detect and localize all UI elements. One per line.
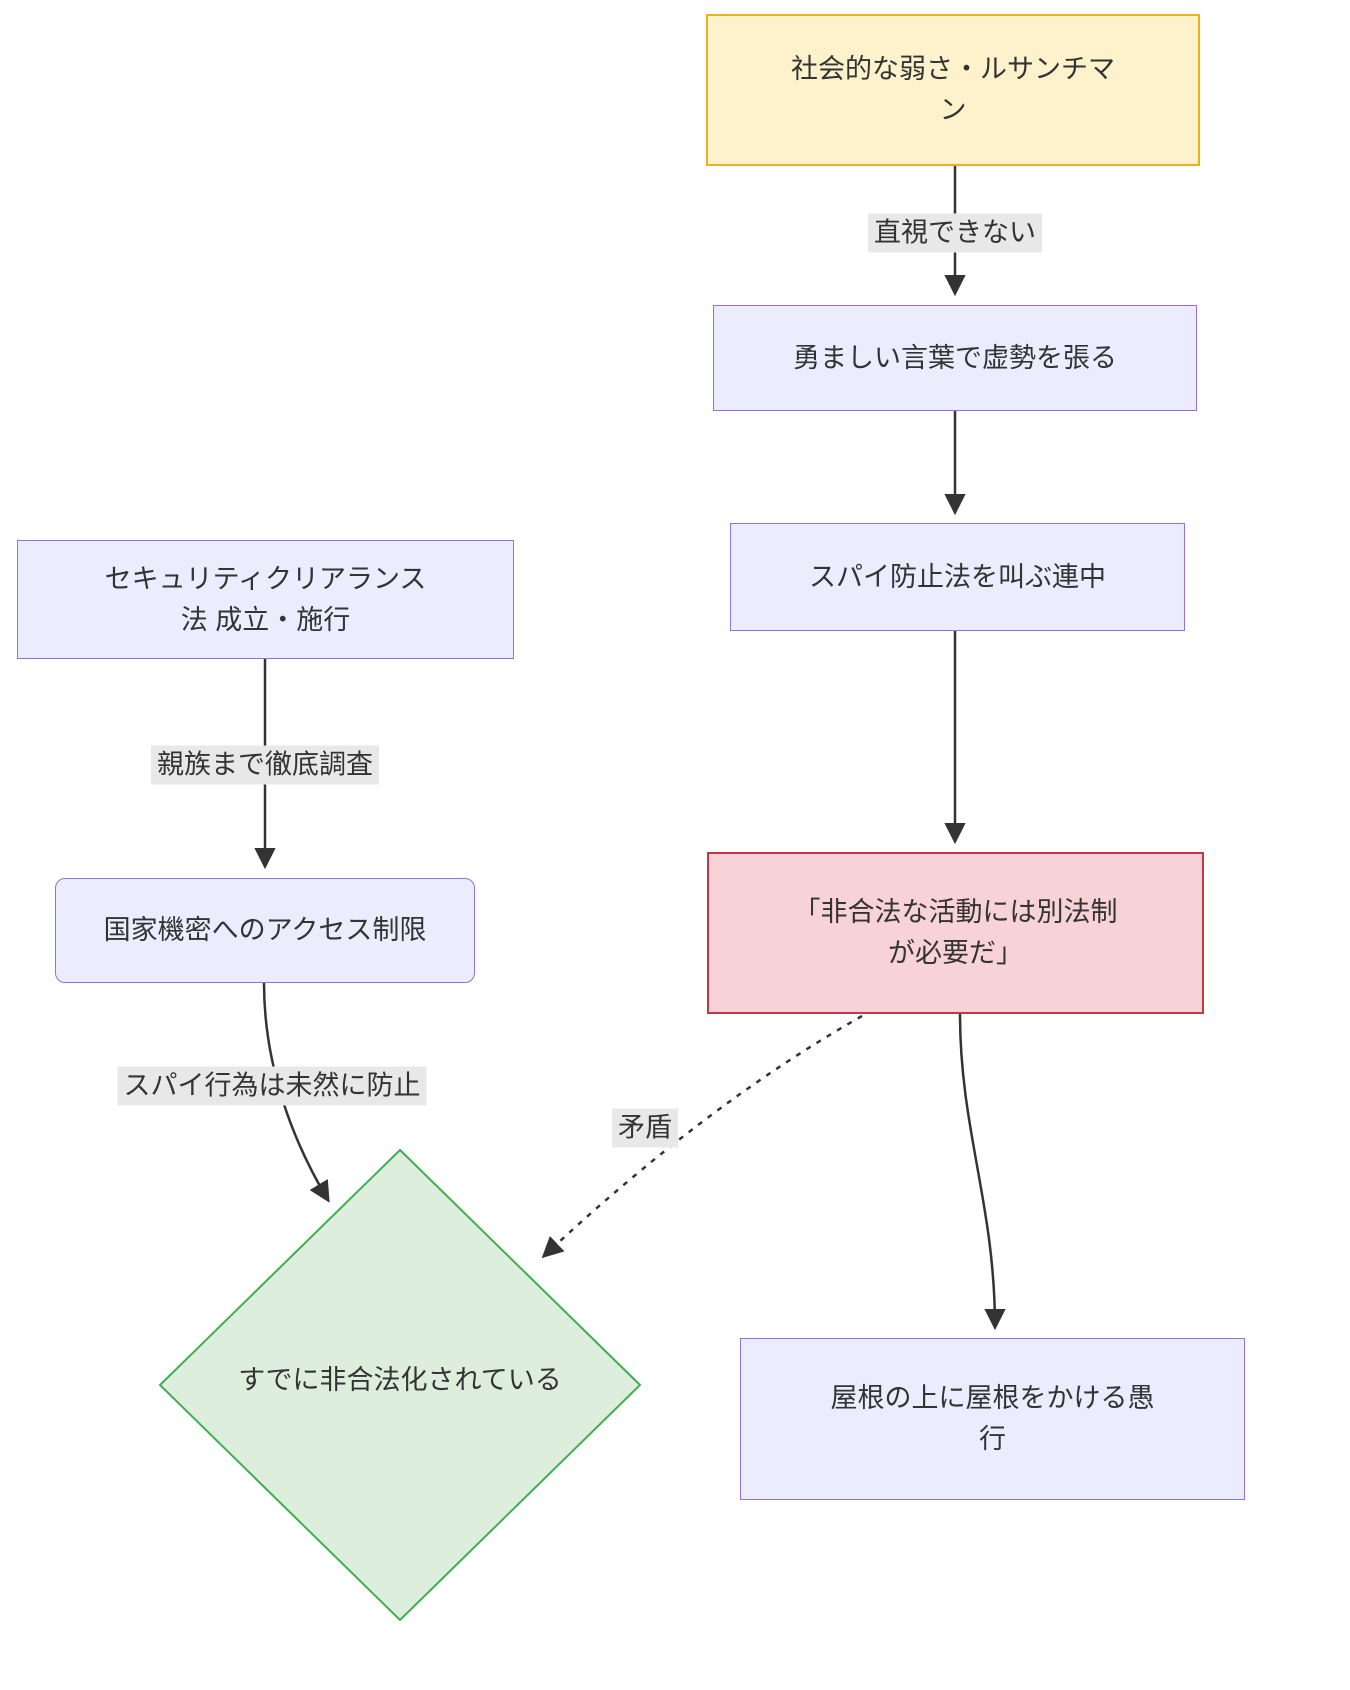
node-state-secret-access-limit: 国家機密へのアクセス制限: [55, 878, 475, 983]
node-already-illegalized-label: すでに非合法化されている: [238, 1365, 562, 1395]
edge-claim-roof: [958, 1013, 1006, 1331]
edge-label-espionage-prevented: スパイ行為は未然に防止: [117, 1066, 427, 1106]
edge-label-cannot-face: 直視できない: [868, 213, 1042, 253]
node-roof-over-roof-folly: 屋根の上に屋根をかける愚 行: [740, 1338, 1245, 1500]
edge-claim-diamond-contradiction: [541, 1014, 863, 1259]
node-social-weakness-resentment: 社会的な弱さ・ルサンチマ ン: [706, 14, 1200, 166]
node-security-clearance-law: セキュリティクリアランス 法 成立・施行: [17, 540, 514, 659]
node-separate-law-claim: 「非合法な活動には別法制 が必要だ」: [707, 852, 1204, 1014]
node-spy-law-advocates: スパイ防止法を叫ぶ連中: [730, 523, 1185, 631]
node-already-illegalized-shape: [158, 1148, 642, 1622]
node-bravado: 勇ましい言葉で虚勢を張る: [713, 305, 1197, 411]
edge-label-contradiction: 矛盾: [612, 1108, 678, 1148]
edge-label-investigate-relatives: 親族まで徹底調査: [151, 745, 379, 785]
